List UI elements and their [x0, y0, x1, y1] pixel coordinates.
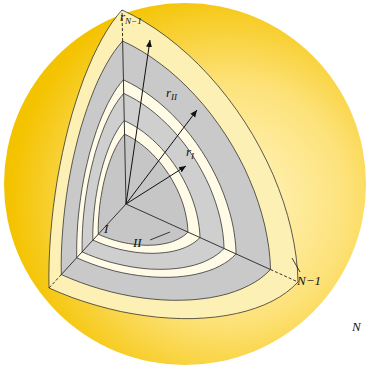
shell-edge: [61, 270, 270, 301]
leader-line: [150, 232, 170, 240]
shell-edge: [98, 232, 188, 245]
shell-edge: [82, 93, 124, 252]
axis-line: [61, 204, 126, 275]
axis-line: [123, 41, 126, 204]
outer-sphere: [4, 3, 366, 365]
leader-line: [292, 258, 300, 272]
shell-edge: [49, 10, 122, 288]
axis-line: [126, 204, 270, 270]
axis-dashed: [270, 270, 298, 282]
radius-label: rN−1: [120, 10, 142, 26]
shell-edge: [77, 80, 124, 258]
shell-label: N: [352, 320, 361, 333]
shell-face: [98, 204, 188, 245]
shell-label: N−1: [297, 274, 321, 287]
radius-arrow: [126, 40, 150, 204]
shell-label: I: [104, 222, 108, 235]
shell-edge: [122, 10, 298, 282]
radius-label: rI: [186, 145, 194, 161]
shell-label: II: [133, 236, 142, 249]
radius-arrow: [126, 110, 197, 204]
shell-edge: [98, 134, 124, 234]
shell-edge: [82, 249, 224, 270]
radius-label: rII: [166, 86, 177, 102]
radius-arrow: [126, 166, 186, 204]
shell-edge: [93, 121, 125, 241]
shell-edge: [123, 41, 271, 270]
axis-dashed: [49, 275, 61, 288]
